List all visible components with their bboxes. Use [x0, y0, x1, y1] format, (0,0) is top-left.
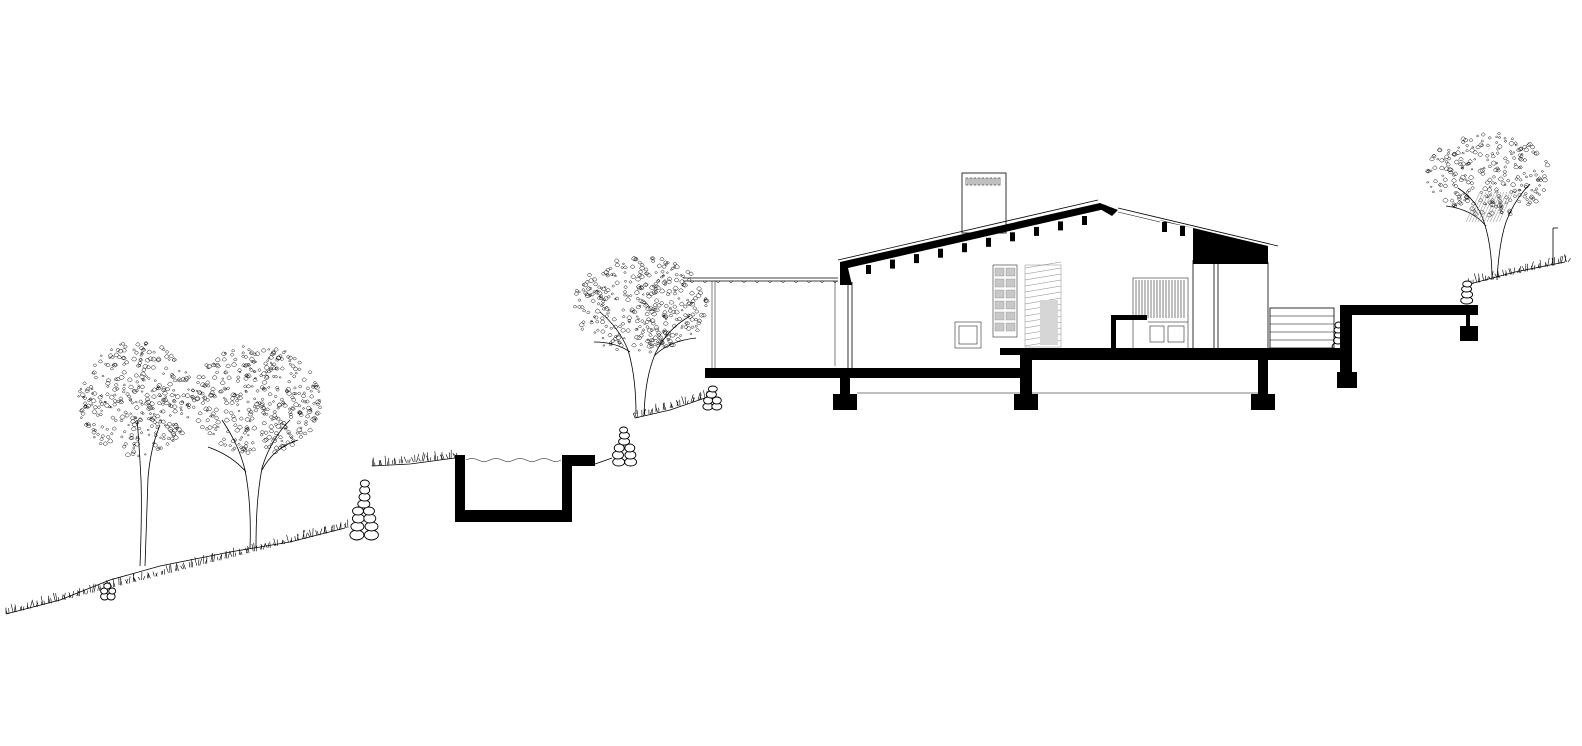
steps: [1269, 307, 1335, 349]
grass-tufts: [5, 254, 1571, 615]
pool-basin: [455, 455, 595, 522]
tree-left: [190, 345, 323, 549]
stone-cairn-far-right: [1460, 280, 1474, 305]
roof-slab: [837, 199, 1279, 285]
terrain-slope: [5, 261, 1566, 615]
footings: [833, 326, 1478, 410]
tree-far-left: [77, 341, 196, 567]
floor-slabs: [705, 315, 1348, 395]
chimney: [961, 172, 1007, 234]
stone-cairn-near-terrace: [702, 385, 723, 411]
house-section: [847, 260, 1269, 394]
fence-post: [1552, 227, 1558, 266]
stone-cairn-middle: [612, 426, 638, 467]
pergola: [683, 277, 838, 370]
stone-cairn-small: [100, 582, 117, 601]
kitchen-unit: [1132, 277, 1189, 351]
tree-terrace: [572, 256, 710, 415]
tree-far-right: [1425, 132, 1551, 281]
upper-terrace: [1340, 305, 1478, 374]
stone-cairn-large: [349, 479, 379, 541]
